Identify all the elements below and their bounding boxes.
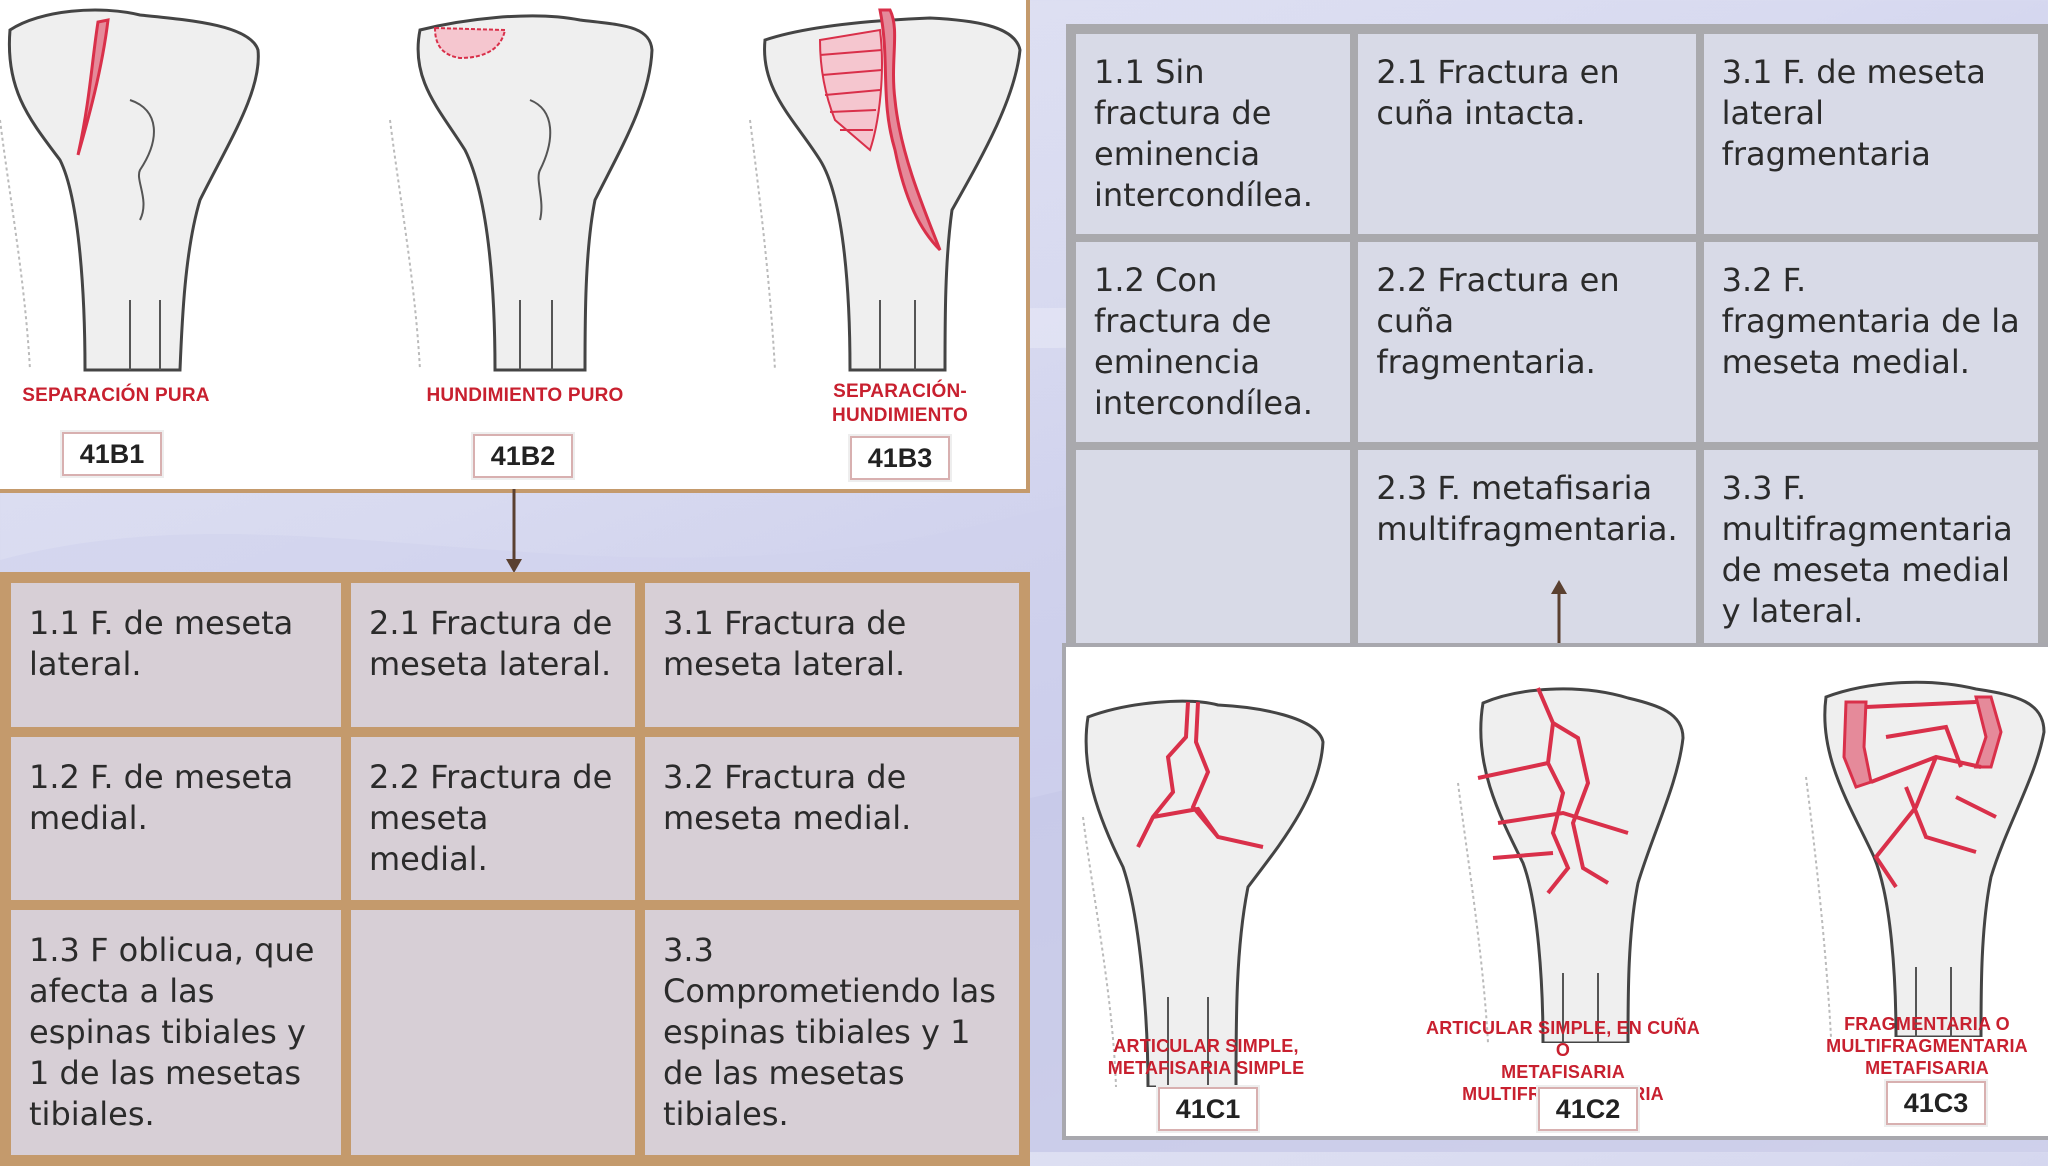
caption-line: SEPARACIÓN PURA — [22, 385, 210, 406]
arrow-down-icon — [506, 489, 522, 573]
table-row: 1.3 F oblicua, que afecta a las espinas … — [6, 905, 1024, 1160]
caption-line: HUNDIMIENTO PURO — [426, 385, 624, 406]
table-cell: 1.2 Con fractura de eminencia intercondí… — [1072, 238, 1355, 446]
caption-41b2: HUNDIMIENTO PURO — [410, 384, 640, 407]
caption-line: METAFISARIA — [1865, 1058, 1989, 1078]
code-41b3: 41B3 — [850, 436, 950, 480]
group-b-subtype-table: 1.1 F. de meseta lateral. 2.1 Fractura d… — [0, 572, 1030, 1166]
caption-line: ARTICULAR SIMPLE, — [1113, 1036, 1299, 1056]
table-cell — [1072, 446, 1355, 654]
table-cell: 1.1 Sin fractura de eminencia intercondí… — [1072, 30, 1355, 238]
table-cell: 2.1 Fractura en cuña intacta. — [1354, 30, 1700, 238]
table-cell: 3.1 F. de meseta lateral fragmentaria — [1699, 30, 2042, 238]
table-cell: 3.3 F. multifragmentaria de meseta media… — [1699, 446, 2042, 654]
code-41c3: 41C3 — [1886, 1081, 1986, 1125]
caption-41b1: SEPARACIÓN PURA — [0, 384, 232, 407]
table-row: 2.3 F. metafisaria multifragmentaria. 3.… — [1072, 446, 2042, 654]
table-cell: 2.3 F. metafisaria multifragmentaria. — [1354, 446, 1700, 654]
caption-41c1: ARTICULAR SIMPLE, METAFISARIA SIMPLE — [1086, 1035, 1326, 1079]
bone-41b2-illustration — [389, 14, 654, 372]
caption-line: MULTIFRAGMENTARIA — [1826, 1036, 2028, 1056]
arrow-up-icon — [1551, 580, 1567, 646]
group-c-image-panel: ARTICULAR SIMPLE, METAFISARIA SIMPLE 41C… — [1062, 643, 2048, 1140]
caption-line: ARTICULAR SIMPLE, EN CUÑA O — [1426, 1018, 1700, 1060]
table-cell: 2.2 Fractura de meseta medial. — [346, 732, 640, 905]
bone-41c1-illustration — [1082, 699, 1325, 1087]
table-cell: 3.2 Fractura de meseta medial. — [640, 732, 1024, 905]
caption-line: HUNDIMIENTO — [832, 405, 968, 426]
table-cell — [346, 905, 640, 1160]
table-cell: 2.2 Fractura en cuña fragmentaria. — [1354, 238, 1700, 446]
code-41b2: 41B2 — [473, 434, 573, 478]
caption-line: FRAGMENTARIA O — [1844, 1014, 2010, 1034]
caption-line: SEPARACIÓN- — [833, 381, 967, 402]
code-41c2: 41C2 — [1538, 1087, 1638, 1131]
caption-line: METAFISARIA SIMPLE — [1107, 1058, 1305, 1078]
code-41c1: 41C1 — [1158, 1087, 1258, 1131]
bone-41c2-illustration — [1457, 687, 1685, 1043]
table-row: 1.1 F. de meseta lateral. 2.1 Fractura d… — [6, 578, 1024, 732]
bone-41b1-illustration — [0, 8, 260, 372]
bone-41c3-illustration — [1805, 680, 2046, 1037]
table-cell: 1.3 F oblicua, que afecta a las espinas … — [6, 905, 346, 1160]
bone-41b3-illustration — [749, 8, 1022, 372]
table-cell: 3.2 F. fragmentaria de la meseta medial. — [1699, 238, 2042, 446]
group-c-subtype-table: 1.1 Sin fractura de eminencia intercondí… — [1066, 24, 2048, 660]
caption-41b3: SEPARACIÓN- HUNDIMIENTO — [800, 380, 1000, 428]
table-cell: 1.1 F. de meseta lateral. — [6, 578, 346, 732]
table-cell: 3.1 Fractura de meseta lateral. — [640, 578, 1024, 732]
caption-line: METAFISARIA — [1501, 1062, 1625, 1082]
table-cell: 1.2 F. de meseta medial. — [6, 732, 346, 905]
code-41b1: 41B1 — [62, 432, 162, 476]
table-row: 1.2 Con fractura de eminencia intercondí… — [1072, 238, 2042, 446]
group-b-image-panel: SEPARACIÓN PURA 41B1 HUNDIMIENTO PURO 41… — [0, 0, 1030, 493]
table-row: 1.2 F. de meseta medial. 2.2 Fractura de… — [6, 732, 1024, 905]
table-row: 1.1 Sin fractura de eminencia intercondí… — [1072, 30, 2042, 238]
table-cell: 2.1 Fractura de meseta lateral. — [346, 578, 640, 732]
table-cell: 3.3 Comprometiendo las espinas tibiales … — [640, 905, 1024, 1160]
caption-41c3: FRAGMENTARIA O MULTIFRAGMENTARIA METAFIS… — [1812, 1013, 2042, 1079]
